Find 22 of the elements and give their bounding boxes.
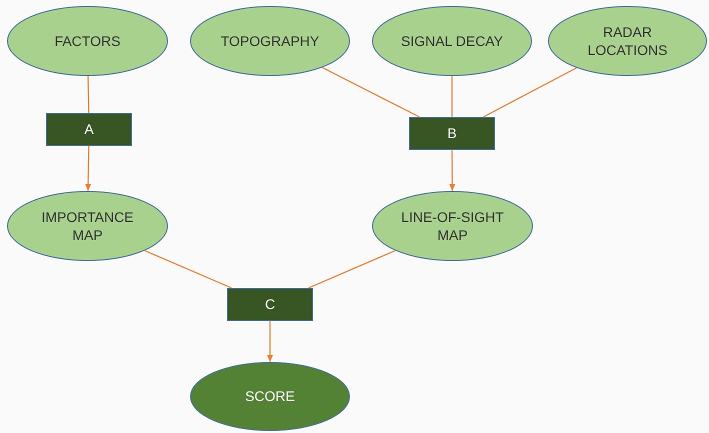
connector-line bbox=[322, 67, 420, 118]
node-label: IMPORTANCE MAP bbox=[40, 208, 135, 244]
arrow bbox=[449, 150, 456, 191]
connector-line bbox=[451, 76, 453, 117]
node-label: LINE-OF-SIGHT MAP bbox=[400, 208, 505, 244]
arrow bbox=[85, 146, 92, 191]
connector-line bbox=[88, 76, 90, 114]
process-box bbox=[46, 113, 132, 146]
node-label: B bbox=[447, 124, 457, 143]
node-label: FACTORS bbox=[54, 32, 120, 50]
node-label: SIGNAL DECAY bbox=[401, 32, 503, 50]
node-label: C bbox=[264, 295, 276, 314]
node-label: TOPOGRAPHY bbox=[220, 32, 320, 50]
node-label: RADAR LOCATIONS bbox=[586, 22, 668, 60]
node-label: A bbox=[84, 120, 94, 139]
arrow bbox=[267, 321, 273, 362]
connector-line bbox=[144, 250, 232, 289]
connector-line bbox=[308, 250, 396, 289]
connector-line bbox=[483, 67, 577, 118]
process-box bbox=[409, 117, 495, 150]
node-label: SCORE bbox=[245, 387, 295, 406]
process-box bbox=[227, 288, 313, 321]
